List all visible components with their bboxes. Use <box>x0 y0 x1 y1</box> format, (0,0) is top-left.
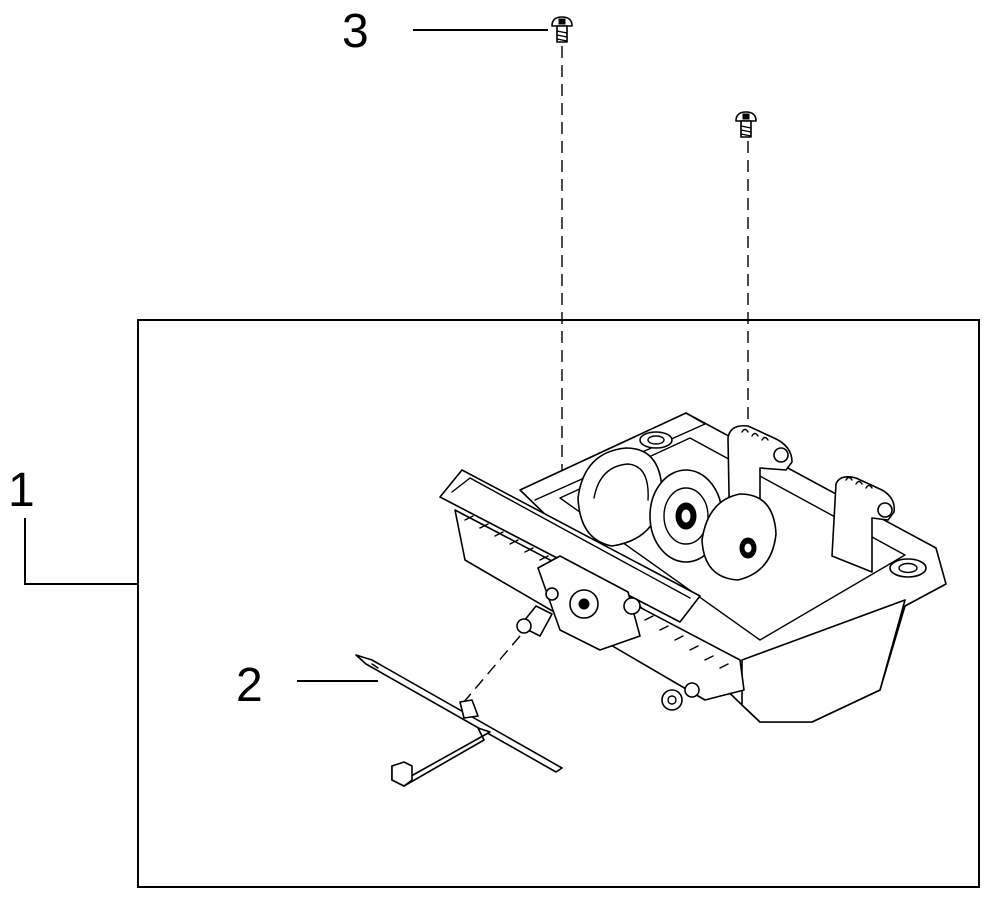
cutter-assembly-illustration <box>439 412 947 723</box>
callout-1-leader <box>24 518 138 585</box>
screw-icon <box>551 16 573 43</box>
callout-2: 2 <box>236 659 378 712</box>
blade-assembly-line <box>462 635 521 704</box>
cutter-blade-illustration <box>355 654 563 787</box>
callout-3: 3 <box>342 5 548 58</box>
callout-3-number: 3 <box>342 5 369 58</box>
callout-1: 1 <box>8 464 138 585</box>
screw-icon <box>735 111 757 138</box>
assembly-boundary-box <box>137 319 980 888</box>
callout-2-number: 2 <box>236 659 263 712</box>
callout-1-number: 1 <box>8 464 35 517</box>
